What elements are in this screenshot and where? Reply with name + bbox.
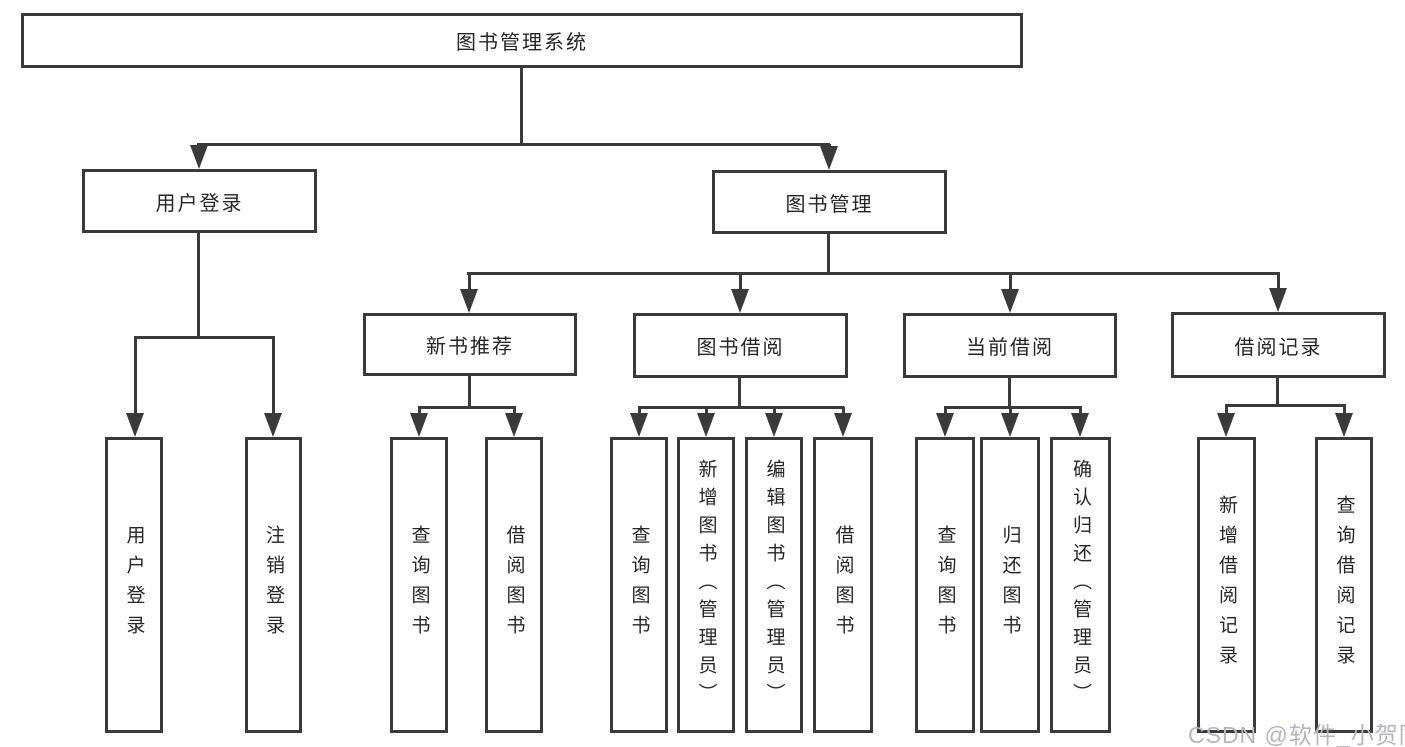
arrow-stem <box>638 407 641 415</box>
node-borrowing-records: 借阅记录 <box>1171 312 1386 378</box>
node-label-user-login-action: 用户登录 <box>123 525 145 645</box>
node-logout-action: 注销登录 <box>245 437 302 733</box>
connector-hline <box>467 272 1280 275</box>
connector-vline <box>520 68 523 146</box>
arrow-stem <box>773 407 776 415</box>
arrow-down-icon <box>410 413 428 437</box>
arrow-stem <box>944 407 947 415</box>
node-current-borrowing: 当前借阅 <box>903 313 1117 378</box>
node-label-library-management-system: 图书管理系统 <box>456 32 588 54</box>
connector-vline <box>827 233 830 275</box>
arrow-stem <box>1343 405 1346 415</box>
arrow-stem <box>842 407 845 415</box>
arrow-down-icon <box>505 413 523 437</box>
connector-hline <box>638 406 844 409</box>
node-label-current-search-books: 查询图书 <box>934 525 956 645</box>
node-new-book-recommendation: 新书推荐 <box>363 313 577 376</box>
arrow-stem <box>1277 273 1280 290</box>
arrow-stem <box>739 273 742 291</box>
arrow-stem <box>1079 407 1082 415</box>
node-label-recommend-search-books: 查询图书 <box>408 525 430 645</box>
arrow-stem <box>1225 405 1228 415</box>
connector-hline <box>134 336 275 339</box>
node-label-borrowing-search-books: 查询图书 <box>628 525 650 645</box>
arrow-down-icon <box>1001 413 1019 437</box>
arrow-down-icon <box>264 413 282 437</box>
node-book-borrowing: 图书借阅 <box>633 313 848 378</box>
arrow-down-icon <box>697 413 715 437</box>
node-label-confirm-return-admin: 确认归还（管理员） <box>1070 459 1091 711</box>
arrow-down-icon <box>936 413 954 437</box>
arrow-down-icon <box>1001 289 1019 313</box>
arrow-stem <box>418 407 421 415</box>
arrow-down-icon <box>765 413 783 437</box>
arrow-down-icon <box>1217 413 1235 437</box>
node-user-login: 用户登录 <box>82 169 317 233</box>
node-recommend-search-books: 查询图书 <box>390 437 448 733</box>
node-confirm-return-admin: 确认归还（管理员） <box>1050 437 1111 733</box>
node-label-search-borrowing-record: 查询借阅记录 <box>1333 495 1355 675</box>
node-book-management: 图书管理 <box>712 170 947 234</box>
arrow-down-icon <box>820 146 838 170</box>
connector-hline <box>1225 404 1346 407</box>
arrow-down-icon <box>1071 413 1089 437</box>
arrow-down-icon <box>1335 413 1353 437</box>
node-search-borrowing-record: 查询借阅记录 <box>1315 437 1373 733</box>
node-add-borrowing-record: 新增借阅记录 <box>1197 437 1256 733</box>
arrow-down-icon <box>190 145 208 169</box>
arrow-stem <box>134 337 137 415</box>
node-add-books-admin: 新增图书（管理员） <box>677 437 735 733</box>
arrow-down-icon <box>834 413 852 437</box>
node-library-management-system: 图书管理系统 <box>21 13 1023 68</box>
connector-vline <box>197 232 200 339</box>
connector-hline <box>418 406 516 409</box>
connector-vline <box>738 377 741 409</box>
node-return-books: 归还图书 <box>980 437 1040 733</box>
node-label-user-login: 用户登录 <box>155 192 244 215</box>
arrow-stem <box>272 337 275 415</box>
node-label-add-books-admin: 新增图书（管理员） <box>695 459 717 711</box>
node-label-return-books: 归还图书 <box>999 525 1021 645</box>
node-label-book-management: 图书管理 <box>785 193 874 216</box>
node-label-edit-books-admin: 编辑图书（管理员） <box>763 459 785 711</box>
arrow-stem <box>1009 273 1012 291</box>
node-label-recommend-borrow-books: 借阅图书 <box>503 525 525 645</box>
arrow-stem <box>513 407 516 415</box>
node-borrowing-borrow-books: 借阅图书 <box>813 437 873 733</box>
connector-vline <box>1276 377 1279 407</box>
arrow-down-icon <box>126 413 144 437</box>
arrow-stem <box>1009 407 1012 415</box>
connector-hline <box>197 143 830 146</box>
connector-hline <box>944 406 1082 409</box>
node-label-borrowing-borrow-books: 借阅图书 <box>832 525 854 645</box>
arrow-down-icon <box>731 289 749 313</box>
node-recommend-borrow-books: 借阅图书 <box>485 437 543 733</box>
arrow-stem <box>468 273 471 291</box>
arrow-down-icon <box>630 413 648 437</box>
node-label-current-borrowing: 当前借阅 <box>966 337 1054 359</box>
node-label-borrowing-records: 借阅记录 <box>1234 336 1323 359</box>
connector-vline <box>1008 377 1011 409</box>
connector-vline <box>468 375 471 409</box>
arrow-stem <box>705 407 708 415</box>
node-label-book-borrowing: 图书借阅 <box>696 337 785 359</box>
arrow-down-icon <box>1269 288 1287 312</box>
node-label-logout-action: 注销登录 <box>263 525 284 645</box>
csdn-watermark: CSDN @软件_小贺同学 <box>1188 722 1405 747</box>
node-edit-books-admin: 编辑图书（管理员） <box>745 437 803 733</box>
node-label-add-borrowing-record: 新增借阅记录 <box>1216 495 1237 675</box>
node-borrowing-search-books: 查询图书 <box>610 437 668 733</box>
node-label-new-book-recommendation: 新书推荐 <box>426 336 514 358</box>
arrow-down-icon <box>460 289 478 313</box>
node-current-search-books: 查询图书 <box>915 437 975 733</box>
node-user-login-action: 用户登录 <box>105 437 163 733</box>
